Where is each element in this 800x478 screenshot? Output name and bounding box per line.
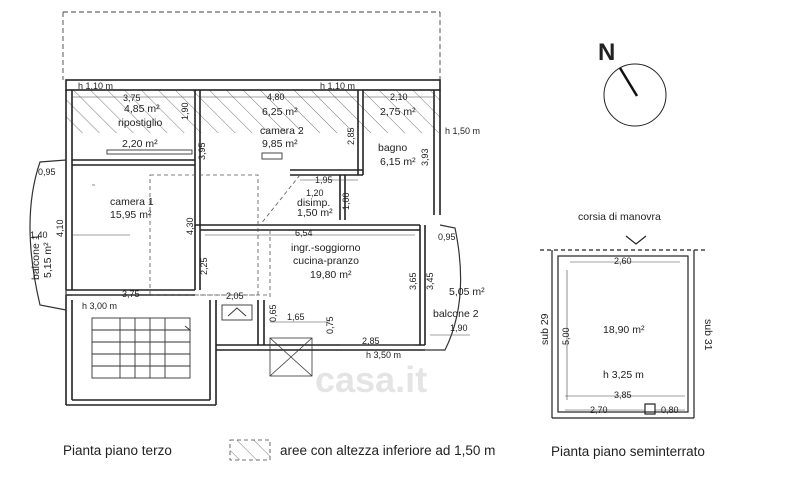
legend-swatch [229,439,271,461]
room-name: ripostiglio [118,117,163,129]
dim-label: 4,30 [185,217,195,235]
dim-label: 1,90 [180,102,190,120]
room-name: disimp. [297,197,330,209]
sub-label: sub 29 [539,313,551,345]
corsia-label: corsia di manovra [578,211,661,223]
legend-text: aree con altezza inferiore ad 1,50 m [280,443,495,458]
dim-label: 3,75 [123,93,141,103]
dim-label: 3,75 [122,289,140,299]
dim-label: 0,80 [661,405,679,415]
height-label: h 3,00 m [82,301,117,311]
room-area: 5,15 m² [42,242,54,278]
basement-outline [540,235,706,419]
balcone-2-outline [425,224,462,351]
dim-label: 1,00 [341,192,351,210]
height-label: h 3,50 m [366,350,401,360]
closet-fixture [106,149,283,160]
room-area: 15,95 m² [110,209,152,221]
dim-label: 4,80 [267,92,285,102]
room-area: 18,90 m² [603,324,645,336]
sub-label: sub 31 [702,319,714,351]
dim-label: 2,70 [590,405,608,415]
room-area: 2,75 m² [380,106,416,118]
dim-label: 2,10 [390,92,408,102]
dim-label: 3,95 [197,142,207,160]
caption-basement: Pianta piano seminterrato [551,444,705,459]
room-area: 6,25 m² [262,106,298,118]
dim-label: 3,65 [408,272,418,290]
dim-label: 2,85 [346,127,356,145]
dim-label: 0,65 [268,304,278,322]
dim-label: 3,45 [425,272,435,290]
room-name: camera 1 [110,196,154,208]
room-area: 6,15 m² [380,156,416,168]
dim-label: 2,05 [226,291,244,301]
watermark: casa.it [315,359,427,400]
dim-label: 2,60 [614,256,632,266]
dim-label: 1,95 [315,175,333,185]
dim-label: 4,10 [55,219,65,237]
room-area: 5,05 m² [449,286,485,298]
room-name: cucina-pranzo [293,255,359,267]
upper-terrace-outline [62,11,441,80]
dim-label: 1,40 [30,230,48,240]
dim-label: 2,85 [362,336,380,346]
entrance-arrow [221,304,253,321]
room-area: 19,80 m² [310,269,352,281]
north-letter: N [598,39,615,66]
dim-label: 1,20 [306,188,324,198]
room-name: ingr.-soggiorno [291,242,361,254]
north-arrow [603,63,667,127]
room-name: camera 2 [260,125,304,137]
dim-label: 3,93 [420,148,430,166]
dimension-lines [72,96,470,346]
height-label: h 1,50 m [445,126,480,136]
room-name: bagno [378,142,407,154]
shaft [269,337,313,377]
dim-label: 3,85 [614,390,632,400]
dim-label: 5,00 [561,327,571,345]
basement-dims [565,261,685,411]
height-label: h 1,10 m [320,81,355,91]
dim-label: 0,95 [438,232,456,242]
caption-third-floor: Pianta piano terzo [63,443,172,458]
room-area: 4,85 m² [124,103,160,115]
dim-label: 0,95 [38,167,56,177]
dim-label: 2,25 [199,257,209,275]
interior-dashed [149,174,301,300]
room-name: balcone 2 [433,308,479,320]
dim-label: 1,90 [450,323,468,333]
dim-label: 1,65 [287,312,305,322]
dim-label: 6,54 [295,228,313,238]
staircase [91,317,192,379]
height-label: h 1,10 m [78,81,113,91]
room-name: balcone 1 [30,234,42,280]
height-label: h 3,25 m [603,369,644,381]
labels: h 1,10 m h 1,10 m h 1,50 m h 3,00 m h 3,… [30,81,714,459]
room-area: 2,20 m² [122,138,158,150]
room-area: 9,85 m² [262,138,298,150]
dim-label: 0,75 [325,316,335,334]
room-area: 1,50 m² [297,207,333,219]
balcone-1-outline [29,159,67,311]
